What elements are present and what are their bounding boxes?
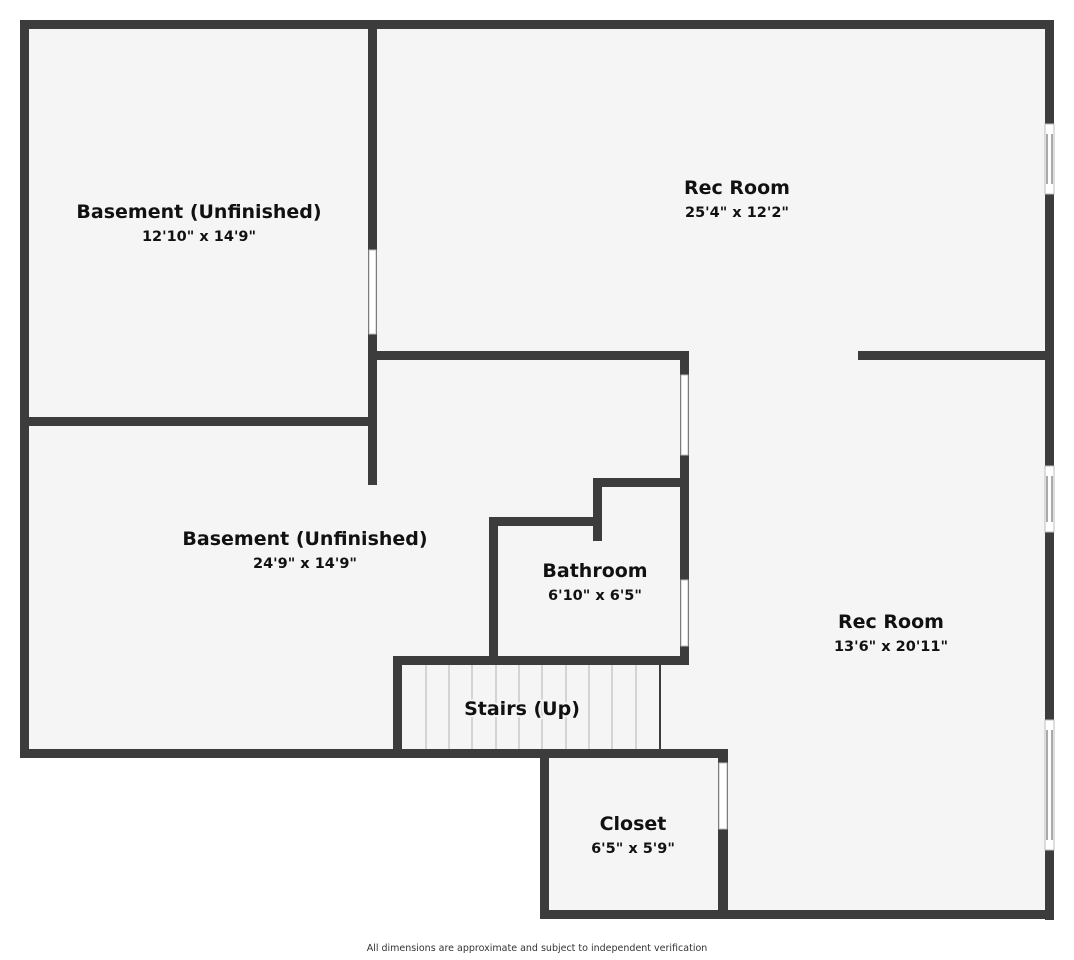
room-label-closet: Closet 6'5" x 5'9" bbox=[589, 811, 677, 859]
wall-closet-east bbox=[718, 749, 728, 919]
room-name: Rec Room bbox=[684, 177, 790, 199]
room-name: Basement (Unfinished) bbox=[182, 528, 427, 550]
wall-rec-partial bbox=[858, 351, 1054, 360]
room-name: Closet bbox=[600, 813, 667, 835]
room-name: Basement (Unfinished) bbox=[76, 201, 321, 223]
room-label-basement-2: Basement (Unfinished) 24'9" x 14'9" bbox=[180, 526, 429, 574]
wall-closet-left bbox=[540, 749, 549, 919]
wall-bathroom-north-left bbox=[489, 517, 602, 526]
wall-bathroom-north-right bbox=[593, 478, 689, 487]
door-basement1-recroom bbox=[368, 249, 377, 335]
wall-left bbox=[20, 20, 29, 758]
door-bathroom-east bbox=[680, 579, 689, 647]
room-name: Rec Room bbox=[838, 611, 944, 633]
room-label-rec-room-1: Rec Room 25'4" x 12'2" bbox=[682, 175, 792, 223]
wall-bathroom-west bbox=[489, 517, 498, 665]
room-dimensions: 24'9" x 14'9" bbox=[253, 556, 357, 572]
room-dimensions: 6'5" x 5'9" bbox=[591, 841, 675, 857]
stair-treads bbox=[425, 665, 637, 749]
room-label-rec-room-2: Rec Room 13'6" x 20'11" bbox=[832, 609, 950, 657]
room-dimensions: 25'4" x 12'2" bbox=[685, 205, 789, 221]
window-1 bbox=[1044, 123, 1055, 195]
window-2 bbox=[1044, 465, 1055, 533]
door-openings bbox=[368, 249, 728, 830]
floor-area bbox=[24, 24, 1054, 918]
room-name: Bathroom bbox=[542, 560, 647, 582]
room-dimensions: 6'10" x 6'5" bbox=[548, 588, 642, 604]
door-hall-east bbox=[680, 374, 689, 456]
room-labels: Basement (Unfinished) 12'10" x 14'9" Rec R… bbox=[74, 175, 950, 859]
room-label-stairs: Stairs (Up) bbox=[462, 696, 582, 722]
wall-bottom-right bbox=[540, 910, 1054, 919]
door-closet-east bbox=[718, 762, 728, 830]
disclaimer-text: All dimensions are approximate and subje… bbox=[366, 943, 708, 954]
wall-basement1-south bbox=[20, 417, 377, 426]
window-3 bbox=[1044, 719, 1055, 851]
room-dimensions: 12'10" x 14'9" bbox=[142, 229, 256, 245]
room-label-basement-1: Basement (Unfinished) 12'10" x 14'9" bbox=[74, 199, 323, 247]
room-label-bathroom: Bathroom 6'10" x 6'5" bbox=[540, 558, 649, 606]
wall-hall-north bbox=[368, 351, 689, 360]
room-name: Stairs (Up) bbox=[464, 698, 580, 720]
wall-bottom-left bbox=[20, 749, 728, 758]
wall-stairs-west bbox=[393, 656, 402, 758]
wall-top bbox=[20, 20, 1054, 29]
wall-bathroom-south bbox=[393, 656, 689, 665]
stairs-end-line bbox=[659, 665, 661, 751]
wall-bathroom-east bbox=[680, 351, 689, 665]
windows bbox=[1044, 123, 1055, 851]
room-dimensions: 13'6" x 20'11" bbox=[834, 639, 948, 655]
wall-bathroom-notch bbox=[593, 478, 602, 541]
